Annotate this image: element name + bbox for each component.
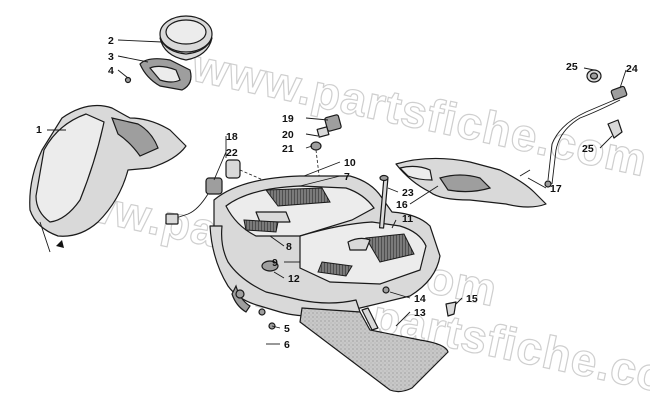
callout-21: 21	[282, 143, 294, 155]
throttle-cable-part	[544, 69, 628, 188]
callout-4: 4	[108, 65, 114, 77]
windshield-part	[29, 105, 187, 253]
bolt-part	[378, 174, 389, 229]
callout-5: 5	[284, 323, 290, 335]
callout-23: 23	[402, 187, 414, 199]
callout-18: 18	[226, 131, 238, 143]
console-hood-part	[209, 175, 441, 318]
arrow-marker	[56, 240, 64, 248]
callout-8: 8	[286, 241, 292, 253]
callout-1: 1	[36, 124, 42, 136]
callout-12: 12	[288, 273, 300, 285]
callout-19: 19	[282, 113, 294, 125]
callout-2: 2	[108, 35, 114, 47]
callout-17: 17	[550, 183, 562, 195]
callout-25-bottom: 25	[582, 143, 594, 155]
callout-15: 15	[466, 293, 478, 305]
switch-harness-part	[165, 159, 301, 225]
hardware-fasteners	[235, 289, 457, 330]
callout-22: 22	[226, 147, 238, 159]
callout-leaders	[47, 39, 627, 345]
callout-3: 3	[108, 51, 114, 63]
callout-24: 24	[626, 63, 638, 75]
callout-7: 7	[344, 171, 350, 183]
callout-16: 16	[396, 199, 408, 211]
callout-labels: 1 2 3 4 5 6 7 8 9 10 11 12 13 14 15 16 1…	[36, 35, 638, 351]
callout-10: 10	[344, 157, 356, 169]
callout-14: 14	[414, 293, 426, 305]
gauge-cluster-part	[124, 15, 213, 91]
callout-11: 11	[402, 213, 413, 225]
footrest-part	[299, 307, 449, 393]
callout-25-top: 25	[566, 61, 578, 73]
rear-panel-part	[395, 157, 547, 208]
callout-13: 13	[414, 307, 426, 319]
callout-20: 20	[282, 129, 294, 141]
callout-6: 6	[284, 339, 290, 351]
callout-9: 9	[272, 257, 278, 269]
